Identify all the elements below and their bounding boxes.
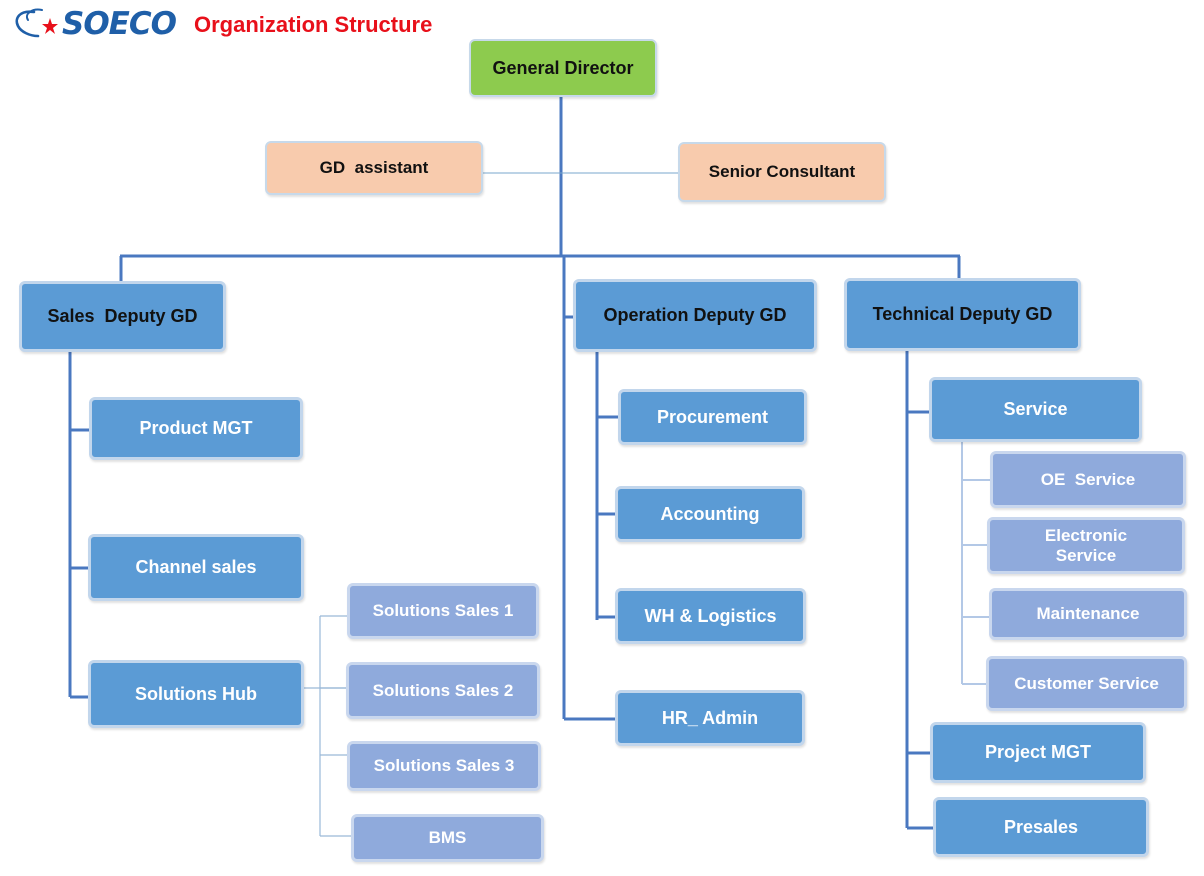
- solutions-sales-2-box: Solutions Sales 2: [346, 662, 540, 719]
- customer-service-box: Customer Service: [986, 656, 1187, 711]
- service-box: Service: [929, 377, 1142, 442]
- channel-sales-box: Channel sales: [88, 534, 304, 601]
- page-title: Organization Structure: [194, 12, 433, 37]
- soeco-swoosh-star-icon: [15, 8, 58, 38]
- electronic-service-box: Electronic Service: [987, 517, 1185, 574]
- solutions-hub-box: Solutions Hub: [88, 660, 304, 728]
- senior-consultant-box: Senior Consultant: [678, 142, 886, 202]
- maintenance-box: Maintenance: [989, 588, 1187, 640]
- solutions-sales-3-box: Solutions Sales 3: [347, 741, 541, 791]
- hr-admin-box: HR_ Admin: [615, 690, 805, 746]
- procurement-box: Procurement: [618, 389, 807, 445]
- wh-logistics-box: WH & Logistics: [615, 588, 806, 644]
- gd-assistant-box: GD assistant: [265, 141, 483, 195]
- presales-box: Presales: [933, 797, 1149, 857]
- accounting-box: Accounting: [615, 486, 805, 542]
- logo-text: SOECO: [62, 6, 177, 42]
- bms-box: BMS: [351, 814, 544, 862]
- sales-deputy-gd-box: Sales Deputy GD: [19, 281, 226, 352]
- soeco-logo: SOECO: [12, 5, 177, 43]
- oe-service-box: OE Service: [990, 451, 1186, 508]
- project-mgt-box: Project MGT: [930, 722, 1146, 783]
- general-director-box: General Director: [469, 39, 657, 97]
- technical-deputy-gd-box: Technical Deputy GD: [844, 278, 1081, 351]
- product-mgt-box: Product MGT: [89, 397, 303, 460]
- operation-deputy-gd-box: Operation Deputy GD: [573, 279, 817, 352]
- solutions-sales-1-box: Solutions Sales 1: [347, 583, 539, 639]
